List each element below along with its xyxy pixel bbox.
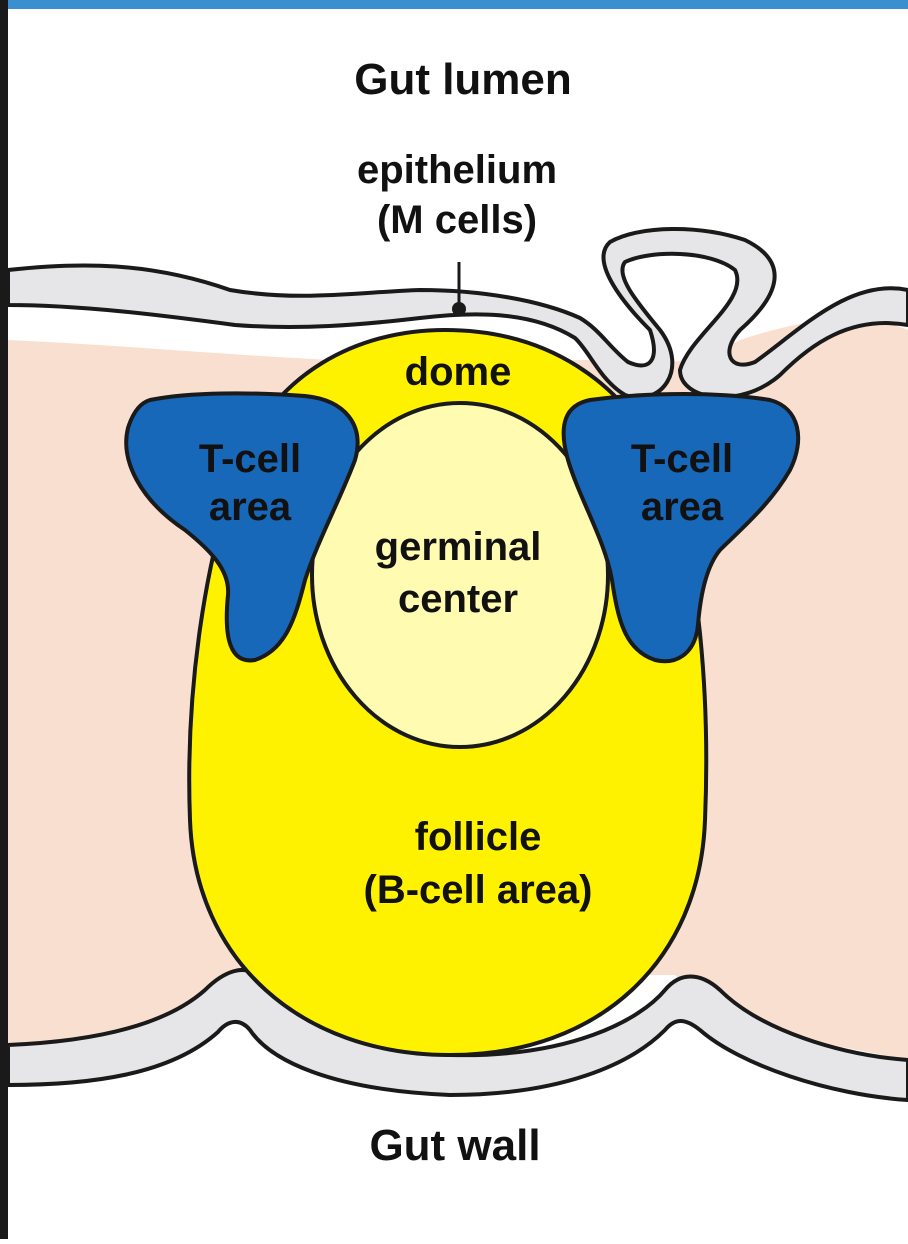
label-t-cell-left-line1: T-cell	[199, 437, 301, 481]
label-epithelium: epithelium	[357, 148, 557, 192]
label-gut-lumen: Gut lumen	[354, 55, 572, 104]
label-gut-wall: Gut wall	[369, 1121, 540, 1170]
epithelium-pointer-dot	[452, 302, 466, 316]
label-t-cell-right-line2: area	[641, 485, 724, 529]
label-t-cell-right-line1: T-cell	[631, 437, 733, 481]
label-t-cell-left-line2: area	[209, 485, 292, 529]
label-dome: dome	[405, 350, 512, 394]
label-germinal: germinal	[375, 525, 542, 569]
label-follicle: follicle	[415, 815, 542, 859]
label-center: center	[398, 577, 518, 621]
frame-top-bar	[0, 0, 908, 9]
label-b-cell-area: (B-cell area)	[364, 868, 593, 912]
label-m-cells: (M cells)	[377, 198, 537, 242]
